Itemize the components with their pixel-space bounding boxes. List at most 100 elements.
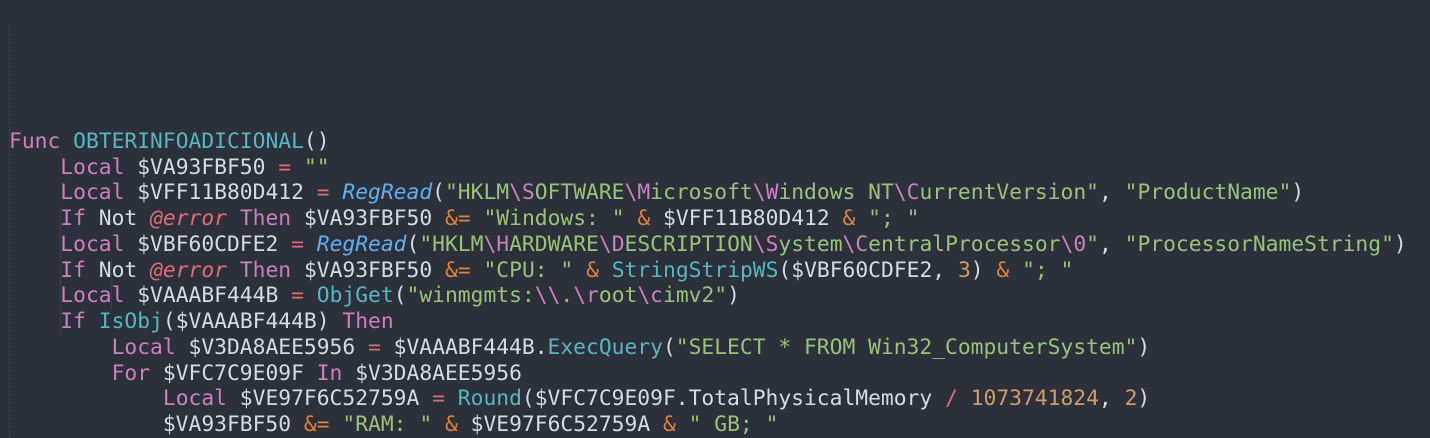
- code-token-txt: [573, 258, 586, 283]
- code-token-txt: $VFF11B80D412: [650, 206, 843, 232]
- code-token-fn: ExecQuery: [547, 334, 663, 360]
- code-token-kw: Then: [342, 309, 394, 335]
- code-token-kw: For: [111, 360, 151, 386]
- code-token-txt: [9, 386, 163, 411]
- code-token-macro: @error: [150, 257, 227, 283]
- code-token-txt: [471, 206, 484, 231]
- indent-guide: [9, 25, 10, 438]
- code-token-txt: [9, 335, 112, 360]
- code-token-txt: $V3DA8AEE5956: [175, 334, 369, 360]
- code-token-txt: ): [727, 283, 740, 309]
- code-area[interactable]: Func OBTERINFOADICIONAL() Local $VA93FBF…: [0, 129, 1430, 438]
- code-token-esc: \c: [637, 283, 663, 309]
- code-token-txt: $VE97F6C52759A: [457, 412, 663, 438]
- code-token-op: =: [291, 283, 304, 309]
- code-token-cat: &: [444, 412, 458, 438]
- code-token-txt: (: [406, 231, 420, 257]
- code-token-txt: ($VFC7C9E09F.TotalPhysicalMemory: [521, 386, 946, 412]
- code-token-txt: (: [432, 180, 445, 206]
- code-token-str: "HKLM: [419, 231, 484, 257]
- code-token-macro: @error: [150, 206, 227, 232]
- code-token-esc: \D: [598, 231, 625, 257]
- code-token-num: 3: [957, 257, 971, 283]
- code-token-txt: ,: [1098, 231, 1125, 257]
- code-token-kw: In: [316, 360, 343, 386]
- code-token-txt: [9, 232, 60, 257]
- code-line: If IsObj($VAAABF444B) Then: [9, 309, 1430, 335]
- code-token-kw: Local: [111, 334, 176, 360]
- code-token-esc: \M: [624, 180, 651, 206]
- code-token-str: entralProcessor: [868, 231, 1061, 257]
- code-token-txt: [9, 206, 60, 231]
- code-token-cat: &=: [303, 412, 330, 438]
- code-token-str: .: [560, 283, 574, 309]
- code-token-txt: [9, 180, 60, 205]
- code-token-kw: Local: [60, 154, 125, 180]
- code-line: If Not @error Then $VA93FBF50 &= "Window…: [9, 206, 1430, 232]
- code-token-esc: \0: [1060, 231, 1087, 257]
- code-token-op: =: [432, 386, 445, 412]
- code-token-str: urrentVersion": [919, 180, 1099, 206]
- code-token-txt: [330, 412, 343, 437]
- code-token-str: "ProcessorNameString": [1124, 231, 1394, 257]
- code-token-txt: $VA93FBF50: [9, 412, 304, 438]
- code-token-txt: ): [1291, 180, 1305, 206]
- code-token-txt: [958, 386, 971, 411]
- code-token-kw: Local: [60, 180, 125, 206]
- code-token-txt: ): [970, 257, 997, 283]
- code-token-str: "winmgmts:: [406, 283, 535, 309]
- code-token-kw: Local: [60, 231, 125, 257]
- code-line: Local $V3DA8AEE5956 = $VAAABF444B.ExecQu…: [9, 335, 1430, 361]
- code-token-op: =: [291, 231, 304, 257]
- code-line: Local $VFF11B80D412 = RegRead("HKLM\SOFT…: [9, 180, 1430, 206]
- code-token-txt: [330, 180, 343, 205]
- code-token-txt: [676, 412, 689, 437]
- code-token-op: /: [945, 386, 958, 412]
- code-token-txt: ,: [1098, 386, 1125, 412]
- code-token-fnb: RegRead: [342, 180, 433, 206]
- code-token-cat: &: [996, 257, 1010, 283]
- code-token-kw: Then: [239, 257, 292, 283]
- code-token-str: "ProductName": [1124, 180, 1292, 206]
- code-token-txt: ): [1393, 231, 1407, 257]
- code-token-txt: Not: [85, 206, 151, 232]
- code-token-esc: \H: [483, 231, 510, 257]
- code-token-kw: If: [60, 309, 86, 335]
- code-token-txt: $VA93FBF50: [291, 257, 445, 283]
- code-token-fnb: RegRead: [316, 231, 407, 257]
- code-token-kw: Local: [60, 283, 125, 309]
- code-token-txt: [291, 155, 304, 180]
- code-token-txt: [1009, 258, 1022, 283]
- code-line: If Not @error Then $VA93FBF50 &= "CPU: "…: [9, 258, 1430, 284]
- code-token-txt: ($VBF60CDFE2,: [778, 257, 958, 283]
- code-token-kw: Local: [162, 386, 227, 412]
- code-token-kw: Func: [9, 128, 61, 154]
- code-token-kw: If: [60, 206, 86, 232]
- code-token-kw: Then: [239, 206, 292, 232]
- code-line: Local $VE97F6C52759A = Round($VFC7C9E09F…: [9, 386, 1430, 412]
- code-token-str: icrosoft: [650, 180, 753, 206]
- code-token-fn: ObjGet: [316, 283, 394, 309]
- code-token-txt: [304, 232, 317, 257]
- code-token-txt: $VAAABF444B: [124, 283, 292, 309]
- code-token-txt: [227, 258, 240, 283]
- code-token-txt: $VA93FBF50: [124, 154, 279, 180]
- code-token-str: ": [1086, 231, 1099, 257]
- code-token-str: "HKLM: [444, 180, 510, 206]
- code-token-txt: [86, 309, 99, 334]
- code-token-txt: $VAAABF444B.: [380, 334, 548, 360]
- code-token-op: =: [278, 154, 292, 180]
- code-token-txt: $VFF11B80D412: [124, 180, 317, 206]
- code-token-str: imv2": [663, 283, 728, 309]
- code-token-cat: &: [662, 412, 676, 438]
- code-token-cat: &: [586, 257, 599, 283]
- code-token-str: indows NT: [778, 180, 894, 206]
- code-token-num: 2: [1124, 386, 1138, 412]
- code-token-str: "CPU: ": [483, 257, 574, 283]
- code-token-str: "": [303, 154, 330, 180]
- code-token-cat: &=: [445, 257, 471, 283]
- indent-guide: [111, 257, 112, 310]
- code-token-txt: [227, 206, 240, 231]
- code-token-str: ystem: [778, 231, 843, 257]
